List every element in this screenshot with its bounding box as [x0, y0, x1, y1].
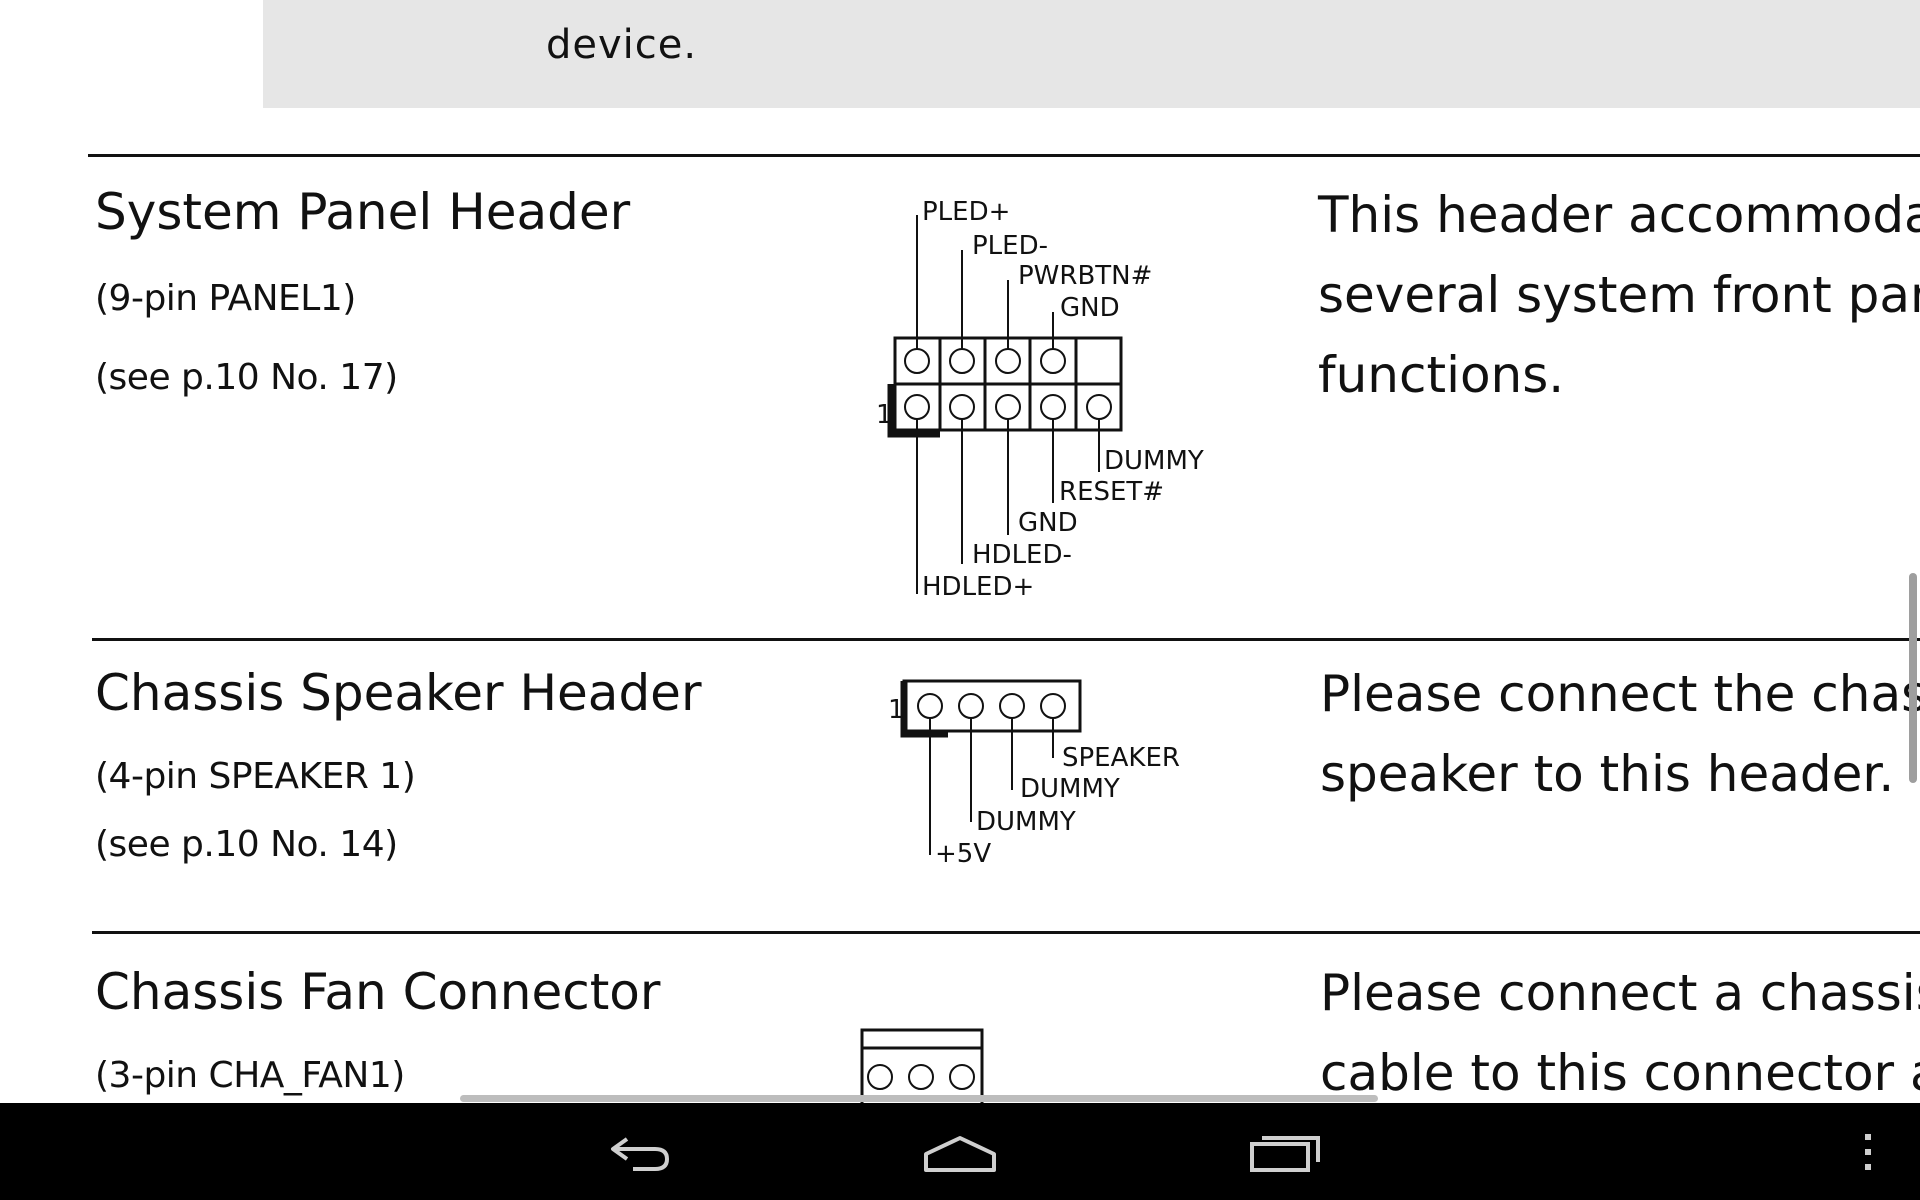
back-button[interactable]: [580, 1103, 700, 1200]
description-line: Please connect a chassis: [1320, 964, 1920, 1022]
section-divider: [88, 154, 1920, 157]
back-icon: [611, 1136, 670, 1171]
pin-label: PWRBTN#: [1018, 261, 1152, 291]
section-title: Chassis Fan Connector: [95, 963, 661, 1021]
pin-label: SPEAKER: [1062, 743, 1180, 773]
section-title: Chassis Speaker Header: [95, 664, 702, 722]
pin-one-marker: 1: [876, 400, 893, 430]
document-viewer[interactable]: device. System Panel Header (9-pin PANEL…: [0, 0, 1920, 1103]
recent-apps-button[interactable]: [1225, 1103, 1345, 1200]
description-line: cable to this connector ar: [1320, 1044, 1920, 1102]
section-page-ref: (see p.10 No. 17): [95, 357, 398, 398]
section-divider: [92, 931, 1920, 934]
overflow-menu-button[interactable]: [1848, 1103, 1888, 1200]
speaker-header-diagram: [900, 679, 1082, 855]
section-title: System Panel Header: [95, 183, 631, 241]
pin-label: +5V: [935, 839, 991, 869]
pin-label: GND: [1060, 293, 1120, 323]
pin-label: HDLED-: [972, 540, 1072, 570]
connector-diagrams: 1 PLED+ PLED- PWRBTN# GND DUMMY RESET# G…: [860, 197, 1204, 1103]
description-line: Please connect the chas: [1320, 665, 1920, 723]
pin-label: PLED-: [972, 231, 1048, 261]
pin-label: GND: [1018, 508, 1078, 538]
section-subtitle: (9-pin PANEL1): [95, 278, 356, 319]
note-box: [263, 0, 1920, 108]
section-page-ref: (see p.10 No. 14): [95, 824, 398, 865]
section-subtitle: (3-pin CHA_FAN1): [95, 1055, 405, 1096]
description-line: several system front pan: [1318, 266, 1920, 324]
home-icon: [924, 1135, 996, 1172]
note-text: device.: [546, 22, 698, 68]
pin-one-marker: 1: [888, 695, 905, 725]
description-line: speaker to this header.: [1320, 745, 1895, 803]
home-button[interactable]: [900, 1103, 1020, 1200]
pin-label: PLED+: [922, 197, 1010, 227]
description-line: functions.: [1318, 346, 1565, 404]
pin-label: DUMMY: [1020, 774, 1120, 804]
recent-apps-icon: [1250, 1135, 1320, 1172]
system-navigation-bar: [0, 1103, 1920, 1200]
panel-header-diagram: [887, 215, 1123, 594]
section-subtitle: (4-pin SPEAKER 1): [95, 756, 416, 797]
pin-label: DUMMY: [976, 807, 1076, 837]
section-description: Please connect a chassis cable to this c…: [1320, 953, 1920, 1103]
section-description: This header accommodate several system f…: [1318, 175, 1920, 415]
horizontal-scrollbar[interactable]: [460, 1095, 1378, 1102]
vertical-scrollbar[interactable]: [1909, 573, 1917, 783]
overflow-menu-icon: [1865, 1133, 1871, 1170]
section-description: Please connect the chas speaker to this …: [1320, 654, 1920, 814]
pin-label: HDLED+: [922, 572, 1034, 602]
pin-label: DUMMY: [1104, 446, 1204, 476]
description-line: This header accommodate: [1318, 186, 1920, 244]
pin-label: RESET#: [1059, 477, 1164, 507]
section-divider: [92, 638, 1920, 641]
fan-connector-diagram: [860, 1028, 984, 1103]
